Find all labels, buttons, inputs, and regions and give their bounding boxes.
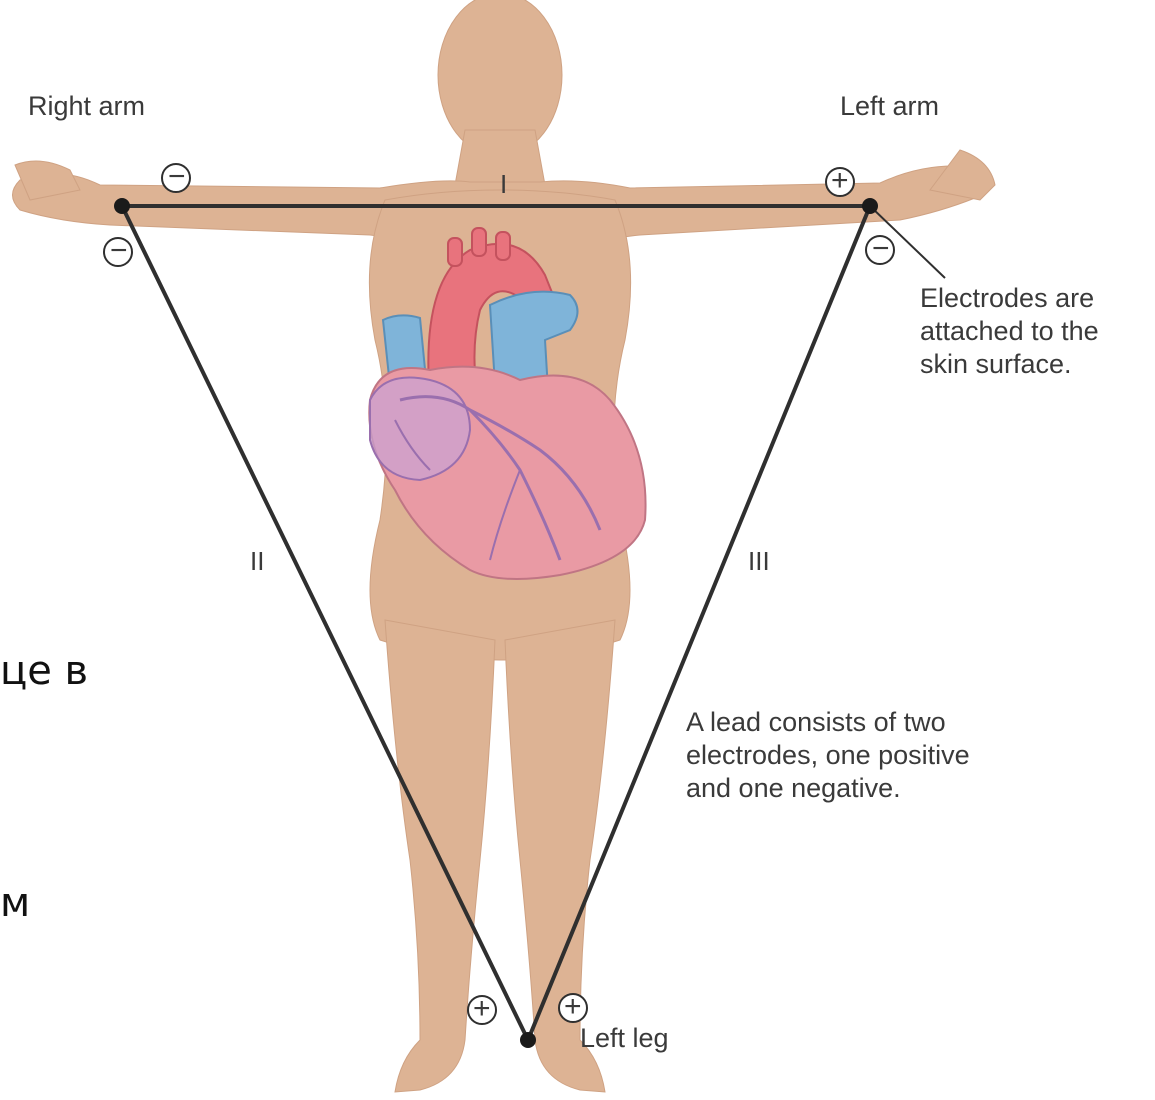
lead-II-label: II (250, 545, 264, 578)
electrode-left-leg (520, 1032, 536, 1048)
electrode-left-arm (862, 198, 878, 214)
plus-sign-left-arm: + (831, 164, 849, 197)
aorta-branch-2 (472, 228, 486, 256)
left-arm-label: Left arm (840, 90, 939, 123)
lead-I-label: I (500, 168, 507, 201)
electrodes-note: Electrodes are attached to the skin surf… (920, 282, 1099, 381)
background-slide-text-2: м (0, 880, 30, 926)
plus-sign-leg-left: + (473, 992, 491, 1025)
lead-III-label: III (748, 545, 770, 578)
aorta-branch-3 (496, 232, 510, 260)
electrode-right-arm (114, 198, 130, 214)
lead-note: A lead consists of two electrodes, one p… (686, 706, 970, 805)
aorta-branch-1 (448, 238, 462, 266)
left-leg-label: Left leg (580, 1022, 669, 1055)
minus-sign-left-arm: − (872, 232, 890, 265)
right-arm-label: Right arm (28, 90, 145, 123)
plus-sign-leg-right: + (564, 990, 582, 1023)
background-slide-text-1: це в (0, 648, 88, 694)
minus-sign-right-arm-top: − (168, 160, 186, 193)
minus-sign-right-arm-bottom: − (110, 234, 128, 267)
